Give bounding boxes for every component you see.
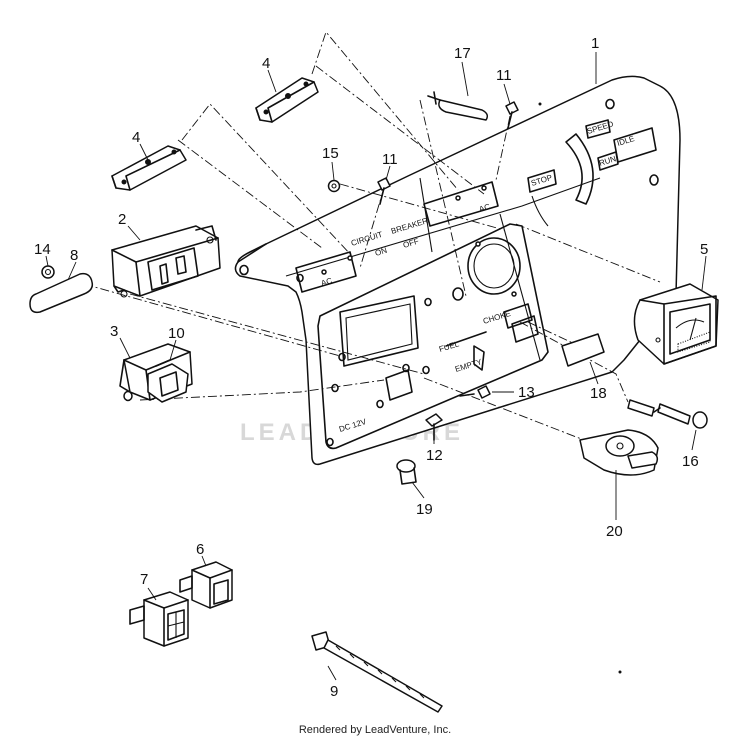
part-cable-tie-9 [311,631,443,713]
callout-3: 3 [110,323,118,340]
on-label: ON [374,246,388,258]
part-connector-6 [179,561,233,609]
part-pin-8 [29,272,94,314]
callout-10: 10 [168,325,185,342]
part-label-18 [561,333,605,367]
part-bracket-4b [255,77,319,123]
callout-19: 19 [416,501,433,518]
part-fuse-16 [627,399,708,429]
callout-17: 17 [454,45,471,62]
callout-numbers: 1 2 3 4 4 5 6 7 8 9 10 11 11 12 13 14 15… [34,35,708,700]
part-switch-20 [579,429,659,476]
part-nut-15 [327,179,341,193]
callout-1: 1 [591,35,599,52]
part-screw-11b [505,101,519,129]
callout-13: 13 [518,384,535,401]
callout-9: 9 [330,683,338,700]
callout-8: 8 [70,247,78,264]
footer-credit: Rendered by LeadVenture, Inc. [298,724,452,736]
ac-label-1: AC [320,276,333,288]
control-panel: CIRCUIT BREAKER ON OFF AC AC FUEL EMPTY … [234,75,681,466]
callout-14: 14 [34,241,51,258]
callout-16: 16 [682,453,699,470]
part-nut-14 [41,265,55,279]
part-fuse-cap-17 [427,91,489,121]
callout-2: 2 [118,211,126,228]
part-outlet-2 [111,225,221,298]
part-screw-13 [459,385,491,399]
part-bolt-19 [396,459,417,485]
callout-20: 20 [606,523,623,540]
callout-12: 12 [426,447,443,464]
callout-leaders [45,52,707,681]
part-plug-10 [147,363,189,403]
callout-15: 15 [322,145,339,162]
callout-5: 5 [700,241,708,258]
callout-4b: 4 [262,55,270,72]
callout-11b: 11 [496,67,512,84]
part-meter-5 [633,283,719,365]
callout-11a: 11 [382,151,398,168]
callout-4a: 4 [132,129,140,146]
callout-18: 18 [590,385,607,402]
callout-7: 7 [140,571,148,588]
callout-6: 6 [196,541,204,558]
part-bracket-4a [111,145,187,191]
part-connector-7 [129,591,189,647]
ac-label-2: AC [478,202,491,214]
part-screw-11a [377,177,391,205]
